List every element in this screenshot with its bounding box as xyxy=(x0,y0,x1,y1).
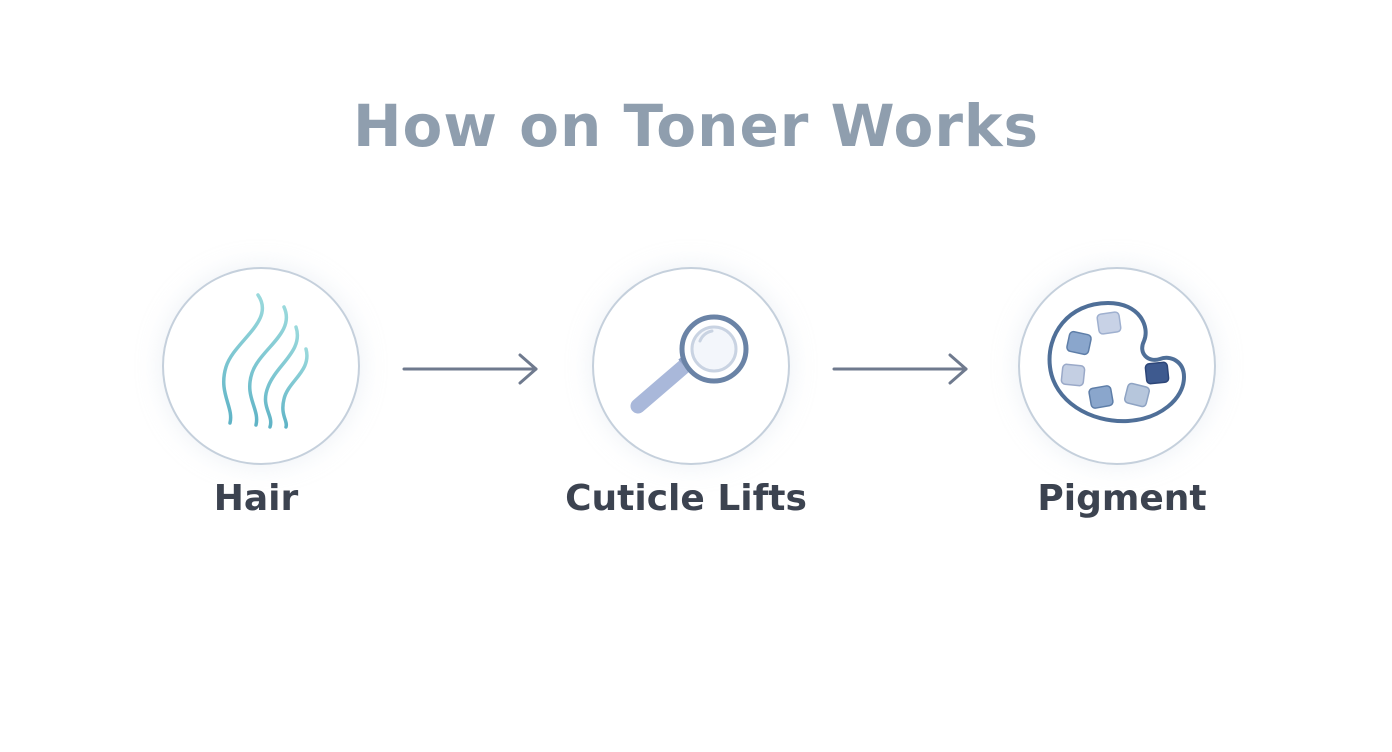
paint-palette-icon xyxy=(1047,301,1186,424)
hair-strands-icon xyxy=(221,293,309,429)
step-pigment-label: Pigment xyxy=(1037,478,1207,519)
step-cuticle-label: Cuticle Lifts xyxy=(565,478,807,519)
step-hair-label: Hair xyxy=(213,478,299,519)
step-pigment-circle xyxy=(1018,267,1216,465)
arrow-right-icon xyxy=(832,353,968,385)
magnifying-glass-icon xyxy=(630,314,749,414)
step-hair-circle xyxy=(162,267,360,465)
step-cuticle-circle xyxy=(592,267,790,465)
arrow-right-icon xyxy=(402,353,538,385)
diagram-title: How on Toner Works xyxy=(352,92,1040,160)
